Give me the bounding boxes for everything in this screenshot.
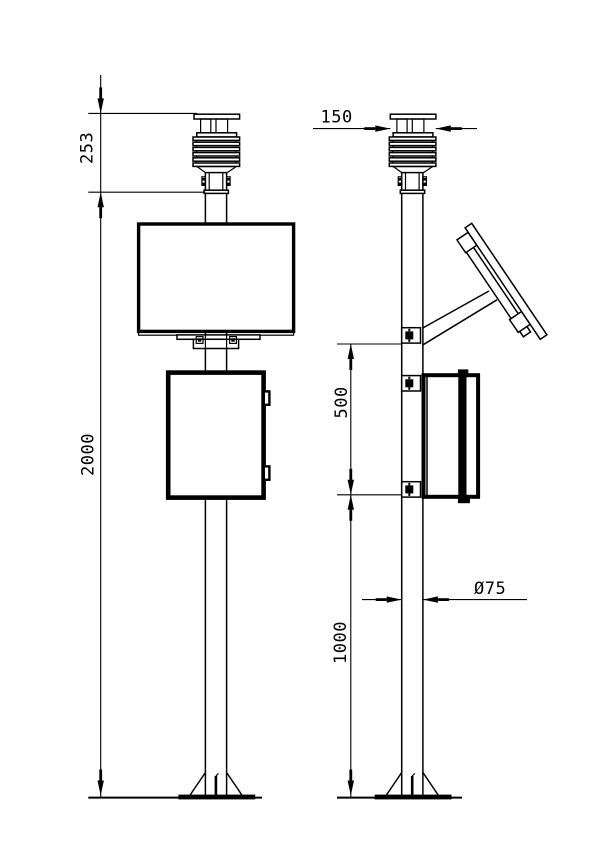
cabinet-door-edge: [458, 376, 467, 496]
display-panel-front: [136, 222, 296, 336]
arrowhead: [375, 596, 402, 603]
cabinet-hinge-bottom: [262, 465, 271, 481]
solar-panel: [455, 222, 548, 341]
pole-clamp-3: [400, 480, 422, 498]
front-view: 253 2000: [78, 75, 296, 801]
cabinet-tab-bottom: [457, 496, 470, 504]
arrowhead: [97, 87, 104, 114]
dimension-label: 150: [321, 108, 353, 128]
arrowhead: [97, 192, 104, 219]
solar-panel-arm: [422, 290, 498, 346]
control-cabinet-side: [421, 369, 481, 504]
dimension-label: 2000: [79, 433, 99, 476]
arrowhead: [347, 494, 354, 521]
dimension-label: Ø75: [474, 579, 506, 599]
dimension-diameter-75: Ø75: [362, 579, 527, 603]
weather-sensor-side: [388, 113, 437, 195]
arrowhead: [97, 769, 104, 796]
arrowhead: [364, 125, 391, 132]
pole-clamp-2: [400, 374, 422, 392]
solar-panel-face: [464, 222, 548, 341]
cabinet-hinge-top: [262, 390, 271, 406]
weather-sensor-front: [192, 113, 241, 195]
dimension-label: 500: [332, 386, 352, 418]
panel-pole-clamp-front: [176, 334, 261, 350]
arrowhead: [422, 596, 449, 603]
arrowhead: [347, 468, 354, 495]
dimension-150: 150: [313, 108, 477, 132]
arrowhead: [435, 125, 462, 132]
dimension-label: 1000: [331, 621, 351, 664]
dimension-253: 253: [78, 75, 206, 193]
arrowhead: [347, 344, 354, 370]
dimension-1000: 1000: [331, 494, 354, 797]
cabinet-tab-top: [457, 369, 469, 376]
dimension-label: 253: [78, 132, 98, 164]
side-view: 150 500 1000 Ø75: [313, 108, 548, 801]
pole-clamp-1: [400, 326, 422, 344]
dimension-2000: 2000: [79, 113, 104, 797]
control-cabinet-front: [165, 370, 271, 500]
arrowhead: [347, 769, 354, 796]
dimension-500: 500: [332, 343, 402, 496]
